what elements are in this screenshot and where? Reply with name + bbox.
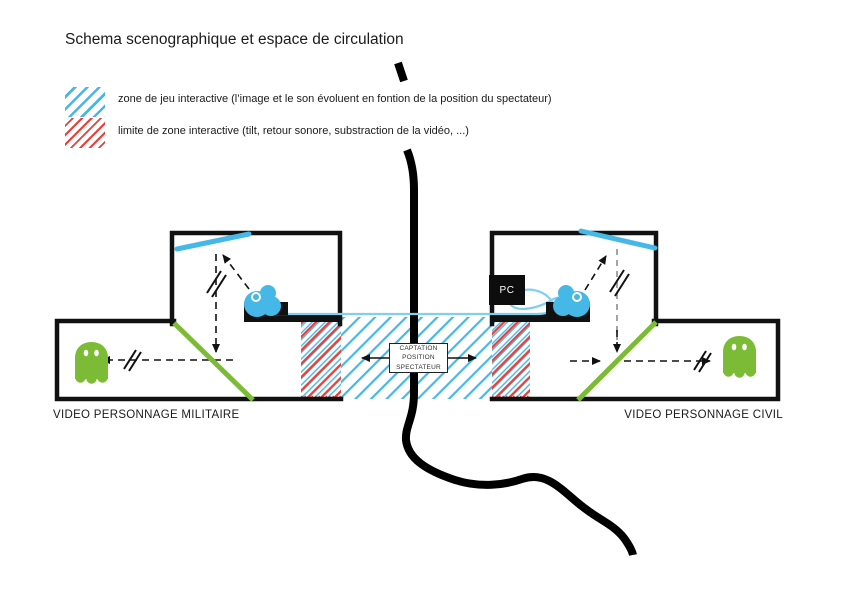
- lens-right: [572, 292, 582, 302]
- shelf-right: [492, 313, 590, 322]
- capture-box-line: POSITION: [402, 354, 435, 362]
- limit-zone-right-hatch: [492, 318, 530, 399]
- right-corridor-walls: [489, 318, 781, 402]
- ghost-militaire: [75, 342, 108, 384]
- pc-label: PC: [499, 284, 515, 296]
- break-marks-right: [609, 269, 712, 373]
- circulation-path-curve: [394, 61, 637, 556]
- legend-label-limit-zone: limite de zone interactive (tilt, retour…: [118, 125, 469, 137]
- ghost-eye: [94, 349, 99, 357]
- ghost-civil: [723, 336, 756, 378]
- capture-box-line: CAPTATION: [399, 344, 438, 352]
- pc-computer-box: PC: [489, 275, 525, 305]
- light-path-left: [101, 254, 250, 372]
- light-path-right: [570, 249, 712, 373]
- projector-left: [244, 285, 288, 317]
- mirror-left: [172, 321, 255, 402]
- spectator-capture-box: CAPTATION POSITION SPECTATEUR: [389, 343, 448, 373]
- break-marks-left: [123, 270, 227, 372]
- screen-right: [578, 228, 658, 251]
- ghost-eye: [731, 343, 737, 351]
- legend-swatch-interactive-zone: [65, 87, 105, 117]
- lens-left: [251, 292, 261, 302]
- capture-box-line: SPECTATEUR: [396, 363, 441, 371]
- projector-right: [546, 285, 590, 317]
- left-room-label: VIDEO PERSONNAGE MILITAIRE: [53, 409, 240, 421]
- left-corridor-walls: [54, 318, 344, 402]
- mirror-right: [576, 320, 658, 402]
- ghost-eye: [742, 343, 747, 351]
- ghost-eye: [83, 349, 89, 357]
- limit-zone-left-hatch: [301, 318, 341, 399]
- legend-swatch-limit-zone: [65, 118, 105, 148]
- right-room-label: VIDEO PERSONNAGE CIVIL: [624, 409, 783, 421]
- screen-left: [174, 231, 252, 252]
- legend-label-interactive-zone: zone de jeu interactive (l’image et le s…: [118, 93, 552, 105]
- shelf-left: [244, 313, 342, 322]
- left-projection-room-walls: [169, 230, 343, 327]
- page-title: Schema scenographique et espace de circu…: [65, 31, 404, 48]
